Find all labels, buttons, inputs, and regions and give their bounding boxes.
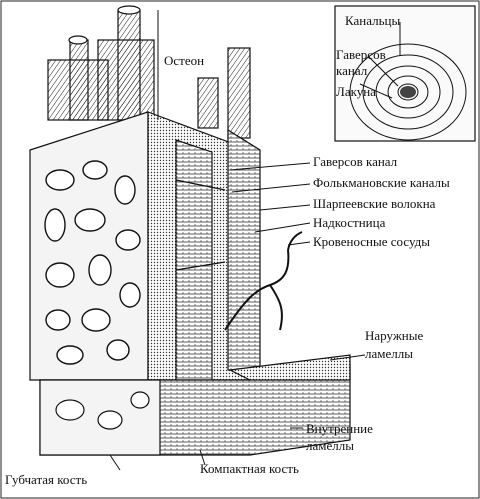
label-osteon: Остеон: [164, 53, 204, 68]
label-sharpeevskie-volokna: Шарпеевские волокна: [313, 196, 436, 211]
blood-vessels: [224, 231, 303, 331]
label-gaversov-inset-line2: канал: [336, 63, 368, 78]
label-naruzhnye-line1: Наружные: [365, 328, 423, 343]
label-kompaktnaya-kost: Компактная кость: [200, 461, 299, 476]
label-vnutrennie-line1: Внутренние: [306, 421, 373, 436]
label-folkmanovskie-kanaly: Фолькмановские каналы: [313, 175, 450, 190]
label-krovenosnye-sosudy: Кровеносные сосуды: [313, 234, 430, 249]
spongy-bone: [44, 160, 141, 365]
label-vnutrennie-line2: ламеллы: [306, 438, 354, 453]
leader-lines: [109, 10, 401, 471]
inset-cross-section: [334, 5, 476, 142]
label-lakuna: Лакуна: [336, 84, 376, 99]
label-kanaltsy: Канальцы: [345, 13, 400, 28]
bottom-slab: [39, 354, 351, 456]
label-gubchataya-kost: Губчатая кость: [5, 472, 87, 487]
label-naruzhnye-line2: ламеллы: [365, 346, 413, 361]
compact-bone-block: [29, 111, 261, 381]
label-gaversov-inset-line1: Гаверсов: [336, 47, 386, 62]
label-nadkostnitsa: Надкостница: [313, 215, 386, 230]
osteon-cylinders: [47, 5, 251, 139]
label-gaversov-kanal: Гаверсов канал: [313, 154, 398, 169]
